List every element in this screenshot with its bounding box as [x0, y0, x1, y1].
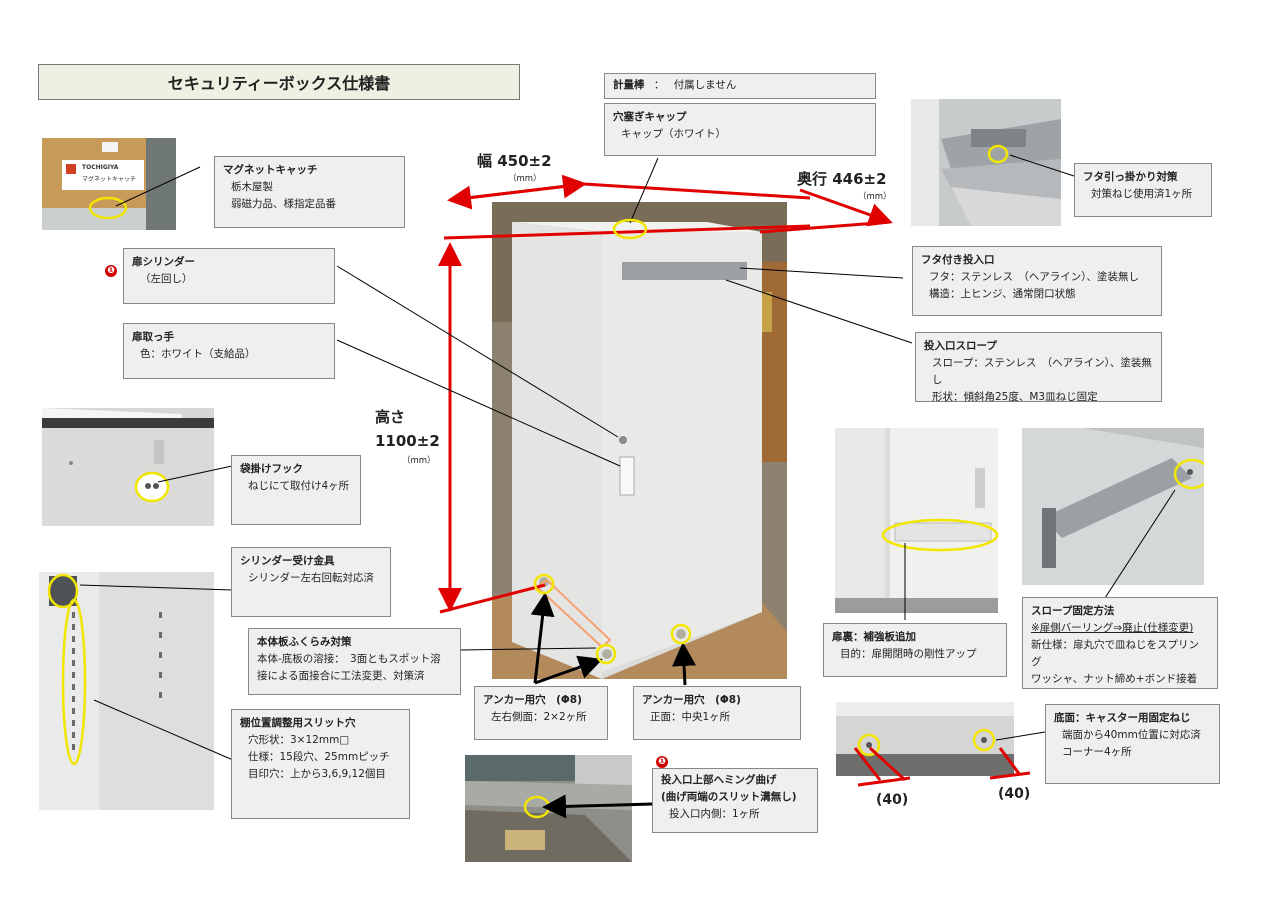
callout-magnet-catch: マグネットキャッチ 栃木屋製 弱磁力品、様指定品番	[214, 156, 405, 228]
callout-value: 付属しません	[673, 79, 737, 91]
callout-heading: 計量棒	[613, 79, 645, 91]
callout-line: キャップ（ホワイト）	[621, 128, 726, 140]
box-brand-label: TOCHIGIYA	[82, 164, 119, 171]
box-model-label: マグネットキャッチ	[82, 176, 137, 183]
callout-bag-hook: 袋掛けフック ねじにて取付け4ヶ所	[231, 455, 361, 525]
callout-heading: 棚位置調整用スリット穴	[240, 717, 356, 729]
callout-heading: 袋掛けフック	[240, 463, 303, 475]
callout-heading: アンカー用穴 (Φ8)	[483, 694, 582, 706]
callout-line: 目印穴：上から3,6,9,12個目	[248, 768, 386, 780]
callout-cylinder-bracket: シリンダー受け金具 シリンダー左右回転対応済	[231, 547, 391, 617]
callout-heading: 投入口スロープ	[924, 340, 997, 352]
callout-line: 端面から40mm位置に対応済	[1062, 729, 1201, 741]
depth-label: 奥行 446±2	[797, 170, 887, 188]
lid-catch-photo	[911, 99, 1061, 226]
callout-line: スロープ：ステンレス （ヘアライン）、塗装無し	[932, 357, 1152, 386]
callout-line: 形状：傾斜角25度、M3皿ねじ固定	[932, 391, 1098, 403]
callout-slope-fix: スロープ固定方法 ※扉側バーリング⇒廃止(仕様変更) 新仕様：扉丸穴で皿ねじをス…	[1022, 597, 1218, 689]
callout-line: ワッシャ、ナット締め+ボンド接着	[1031, 673, 1198, 685]
callout-heading: 投入口上部ヘミング曲げ	[661, 774, 777, 786]
callout-line: 対策ねじ使用済1ヶ所	[1091, 188, 1193, 200]
callout-slot-slope: 投入口スロープ スロープ：ステンレス （ヘアライン）、塗装無し 形状：傾斜角25…	[915, 332, 1162, 403]
callout-line: コーナー4ヶ所	[1062, 746, 1132, 758]
warning-mark-hemming: ❶	[656, 756, 668, 768]
caster-screw-photo	[836, 702, 1014, 776]
callout-line: ねじにて取付け4ヶ所	[248, 480, 350, 492]
height-unit: （mm）	[402, 456, 436, 466]
callout-line: シリンダー左右回転対応済	[248, 572, 374, 584]
shelf-slits-photo	[39, 572, 214, 810]
document-title: セキュリティーボックス仕様書	[38, 64, 520, 100]
callout-measuring-rod: 計量棒 ： 付属しません	[604, 73, 876, 99]
callout-heading: フタ引っ掛かり対策	[1083, 171, 1178, 183]
callout-line: フタ：ステンレス （ヘアライン）、塗装無し	[929, 271, 1139, 283]
depth-unit: （mm）	[858, 192, 892, 202]
callout-heading: シリンダー受け金具	[240, 555, 335, 567]
bag-hook-photo	[42, 408, 214, 526]
bottom-dim-left: (40)	[876, 792, 909, 808]
callout-hemming: 投入口上部ヘミング曲げ (曲げ両端のスリット溝無し) 投入口内側：1ヶ所	[652, 768, 818, 833]
callout-lid-catch: フタ引っ掛かり対策 対策ねじ使用済1ヶ所	[1074, 163, 1212, 217]
callout-line: 接による面接合に工法変更、対策済	[257, 670, 425, 682]
height-label: 高さ	[375, 408, 406, 426]
magnet-catch-photo: TOCHIGIYA マグネットキャッチ	[42, 138, 176, 230]
callout-lidded-slot: フタ付き投入口 フタ：ステンレス （ヘアライン）、塗装無し 構造：上ヒンジ、通常…	[912, 246, 1162, 316]
callout-heading: 扉取っ手	[132, 331, 174, 343]
callout-line: 色：ホワイト（支給品）	[140, 348, 256, 360]
callout-line: 左右側面：2×2ヶ所	[491, 711, 587, 723]
callout-line: 弱磁力品、様指定品番	[231, 198, 336, 210]
callout-caster-screw: 底面：キャスター用固定ねじ 端面から40mm位置に対応済 コーナー4ヶ所	[1045, 704, 1220, 784]
callout-heading: スロープ固定方法	[1031, 605, 1115, 617]
width-unit: （mm）	[508, 174, 542, 184]
warning-mark-cylinder: ❶	[105, 265, 117, 277]
callout-line: 栃木屋製	[231, 181, 273, 193]
height-value: 1100±2	[375, 432, 440, 450]
hemming-photo	[465, 755, 632, 862]
bottom-dim-right: (40)	[998, 786, 1031, 802]
callout-separator: ：	[653, 79, 665, 91]
callout-line: 本体-底板の溶接： 3面ともスポット溶	[257, 653, 441, 665]
callout-door-back: 扉裏：補強板追加 目的：扉開閉時の剛性アップ	[823, 623, 1007, 677]
callout-heading: アンカー用穴 (Φ8)	[642, 694, 741, 706]
main-box-photo	[492, 202, 787, 679]
callout-heading: マグネットキャッチ	[223, 164, 318, 176]
callout-anchor-front: アンカー用穴 (Φ8) 正面：中央1ヶ所	[633, 686, 801, 740]
callout-door-cylinder: 扉シリンダー （左回し）	[123, 248, 335, 304]
callout-heading: 穴塞ぎキャップ	[613, 111, 687, 123]
callout-line: 構造：上ヒンジ、通常閉口状態	[929, 288, 1076, 300]
callout-line: 目的：扉開閉時の剛性アップ	[840, 648, 977, 660]
callout-heading: 本体板ふくらみ対策	[257, 636, 352, 648]
door-back-photo	[835, 428, 998, 613]
callout-door-handle: 扉取っ手 色：ホワイト（支給品）	[123, 323, 335, 379]
callout-heading: 扉シリンダー	[132, 256, 195, 268]
callout-line: ※扉側バーリング⇒廃止(仕様変更)	[1031, 622, 1194, 634]
callout-line: 仕様：15段穴、25mmピッチ	[248, 751, 390, 763]
callout-line: 穴形状：3×12mm□	[248, 734, 350, 746]
callout-line: 投入口内側：1ヶ所	[669, 808, 760, 820]
callout-anchor-side: アンカー用穴 (Φ8) 左右側面：2×2ヶ所	[474, 686, 608, 740]
callout-heading: 扉裏：補強板追加	[832, 631, 916, 643]
callout-line: 新仕様：扉丸穴で皿ねじをスプリング	[1031, 639, 1199, 668]
callout-heading: 底面：キャスター用固定ねじ	[1054, 712, 1191, 724]
width-label: 幅 450±2	[477, 152, 552, 170]
callout-bulge-measure: 本体板ふくらみ対策 本体-底板の溶接： 3面ともスポット溶 接による面接合に工法…	[248, 628, 461, 695]
callout-hole-cap: 穴塞ぎキャップ キャップ（ホワイト）	[604, 103, 876, 156]
callout-line: （左回し）	[140, 273, 193, 285]
callout-subheading: (曲げ両端のスリット溝無し)	[661, 791, 797, 803]
callout-heading: フタ付き投入口	[921, 254, 995, 266]
callout-shelf-slits: 棚位置調整用スリット穴 穴形状：3×12mm□ 仕様：15段穴、25mmピッチ …	[231, 709, 410, 819]
callout-line: 正面：中央1ヶ所	[650, 711, 731, 723]
slope-fix-photo	[1022, 428, 1204, 585]
